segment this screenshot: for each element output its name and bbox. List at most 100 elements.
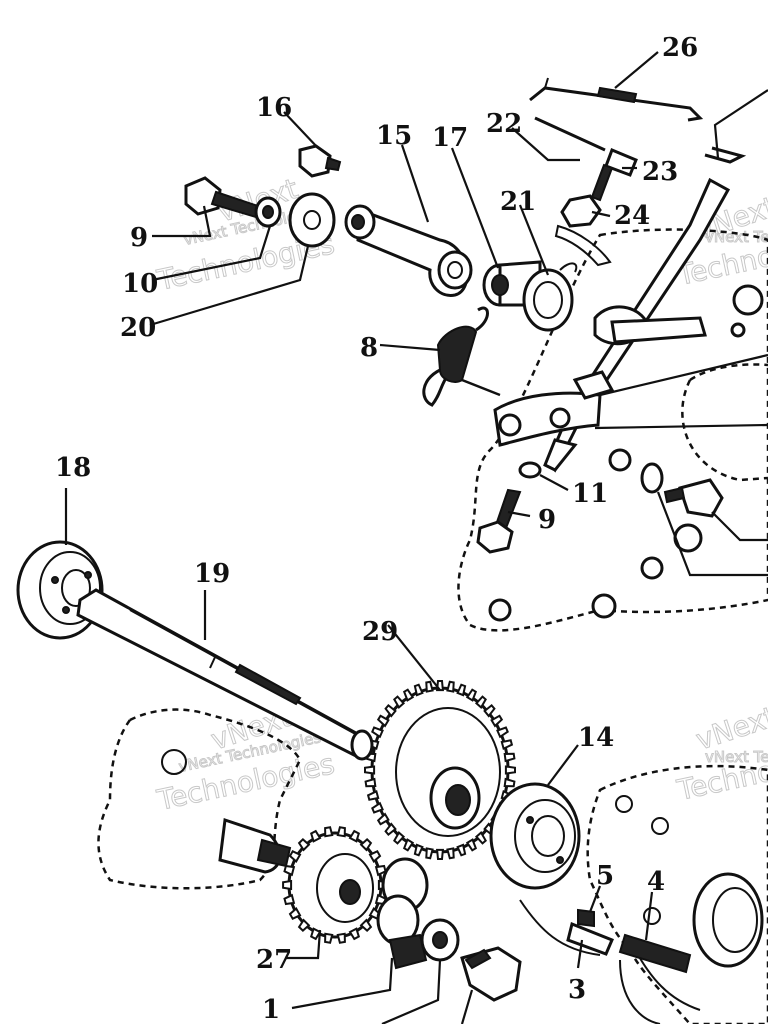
gear-tooth (500, 739, 514, 751)
gear-tooth (446, 680, 455, 693)
gear-tooth (413, 843, 424, 857)
callout-18: 18 (55, 453, 91, 483)
link-4 (618, 933, 692, 974)
gear-tooth (384, 822, 397, 836)
callout-15: 15 (376, 121, 412, 151)
right-edge-parts (572, 305, 724, 518)
washer-20 (288, 192, 336, 248)
gear-tooth (456, 683, 467, 697)
gear-tooth (297, 838, 311, 852)
gear-tooth (364, 777, 377, 788)
nut-16 (298, 144, 342, 178)
callout-16: 16 (256, 93, 292, 123)
watermark-full: vNext Technologies (705, 748, 768, 766)
callout-10: 10 (122, 269, 158, 299)
callout-4: 4 (647, 867, 665, 897)
gear-tooth (336, 826, 346, 838)
gear-tooth (324, 932, 334, 944)
gear-tooth (456, 843, 467, 857)
gear-tooth (310, 829, 322, 843)
gear-tooth (310, 927, 322, 941)
watermark-full: vNext Technologies (705, 228, 768, 246)
gear-tooth (371, 801, 384, 814)
leader-lines (64, 51, 768, 1024)
lower-right-housing (519, 764, 768, 1024)
gear-tooth (366, 789, 380, 801)
gear-tooth (359, 918, 373, 932)
callout-11: 11 (572, 479, 608, 509)
gear-tooth (297, 918, 311, 932)
gear-tooth (474, 831, 487, 845)
gear-tooth (425, 847, 434, 860)
callout-3: 3 (568, 975, 586, 1005)
bolt-9-upper (184, 176, 272, 222)
callout-5: 5 (596, 861, 614, 891)
gear-tooth (483, 704, 496, 718)
gear-tooth (384, 704, 397, 718)
pin-5 (566, 908, 614, 956)
washer-10 (254, 196, 282, 228)
pin-22 (534, 116, 612, 267)
gear-tooth (364, 765, 376, 775)
small-parts-cluster (376, 894, 522, 1002)
gear-tooth (359, 838, 373, 852)
gear-tooth (283, 893, 296, 906)
callout-27: 27 (256, 945, 292, 975)
nut-24 (560, 194, 602, 228)
callout-8: 8 (360, 333, 378, 363)
callout-17: 17 (432, 123, 468, 153)
callout-20: 20 (120, 313, 156, 343)
callout-1: 1 (262, 995, 280, 1024)
gear-tooth (465, 838, 478, 852)
callout-9-upper: 9 (130, 223, 148, 253)
bearing-14 (489, 782, 581, 890)
gear-tooth (348, 829, 360, 843)
callout-26: 26 (662, 33, 698, 63)
gear-tooth (376, 812, 390, 826)
gear-tooth (348, 927, 360, 941)
spring-8 (422, 306, 501, 407)
callout-22: 22 (486, 109, 522, 139)
bushing-17 (482, 260, 542, 307)
collar-21 (522, 262, 578, 332)
callout-23: 23 (642, 157, 678, 187)
gear-tooth (402, 838, 415, 852)
callout-21: 21 (500, 187, 536, 217)
callout-24: 24 (614, 201, 650, 231)
washer-11 (518, 461, 542, 479)
gear-tooth (324, 826, 334, 838)
gear-tooth (446, 847, 455, 860)
gear-tooth (413, 683, 424, 697)
gear-tooth (504, 765, 516, 775)
bolt-23 (590, 148, 638, 202)
gear-tooth (288, 850, 302, 863)
gear-tooth (490, 714, 504, 728)
callout-29: 29 (362, 617, 398, 647)
gear-tooth (376, 714, 390, 728)
gear-tooth (393, 831, 406, 845)
callout-labels: 26 16 15 17 22 23 21 24 9 10 20 8 11 9 1… (55, 33, 698, 1024)
gear-tooth (288, 907, 302, 920)
gear-tooth (282, 879, 293, 891)
gear-tooth (465, 688, 478, 702)
gear-tooth (496, 726, 509, 739)
bolt-9-lower (476, 488, 522, 554)
callout-19: 19 (194, 559, 230, 589)
gear-tooth (371, 726, 384, 739)
bearing-18 (16, 540, 104, 640)
gear-tooth (435, 848, 445, 860)
gear-tooth (474, 695, 487, 709)
gear-tooth (283, 864, 296, 877)
gear-tooth (336, 932, 346, 944)
gear-tooth (503, 752, 516, 763)
gear-tooth (503, 777, 516, 788)
gear-tooth (368, 850, 382, 863)
gear-tooth (402, 688, 415, 702)
governor-rod (529, 77, 747, 164)
gear-tooth (425, 680, 434, 693)
gear-tooth (393, 695, 406, 709)
callout-14: 14 (578, 723, 614, 753)
gear-27 (282, 826, 429, 944)
